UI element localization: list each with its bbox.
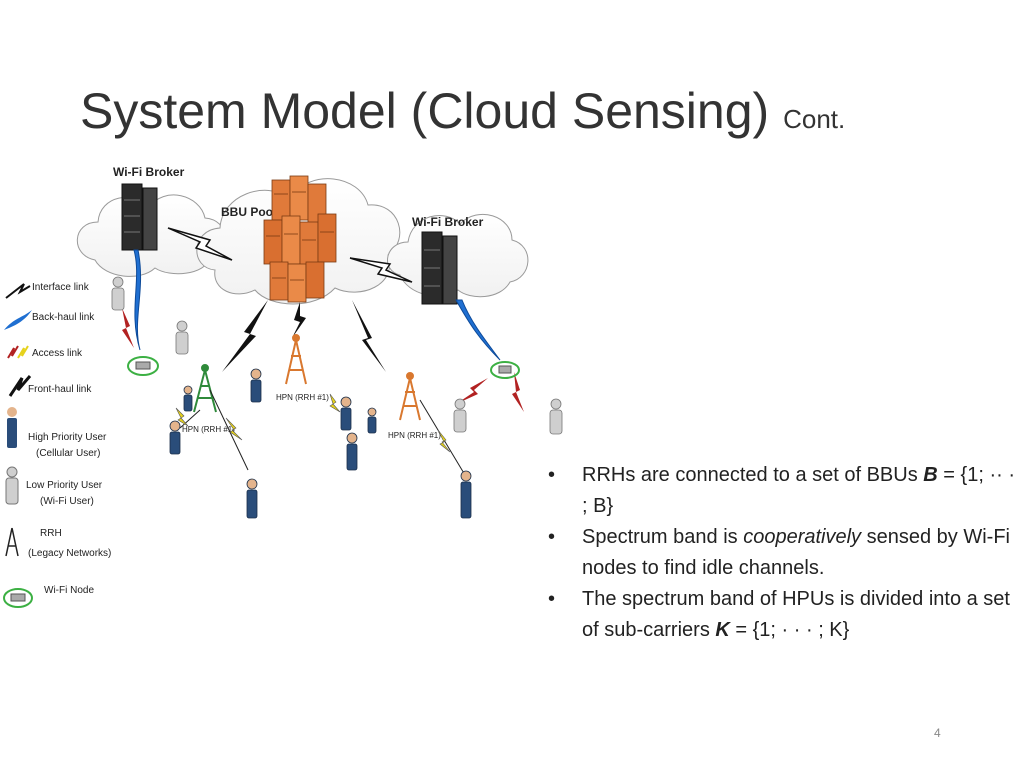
- wifi-node-left: [127, 356, 159, 376]
- label-hpn-mid: HPN (RRH #1): [276, 393, 329, 402]
- legend-label: Back-haul link: [32, 312, 95, 323]
- slide-title-main: System Model (Cloud Sensing): [80, 83, 770, 139]
- legend-label: Access link: [32, 348, 83, 359]
- legend-icon-high-priority-user: [7, 407, 17, 448]
- user-figures: [111, 276, 563, 519]
- page-number: 4: [934, 726, 941, 740]
- bullet-text: sensed by Wi-Fi nodes to find idle chann…: [582, 526, 1010, 579]
- wifi-broker-server-right: [421, 231, 458, 305]
- bullet-text: = {1; ·· · ; B}: [582, 464, 1015, 517]
- backhaul-link-right: [455, 299, 501, 361]
- bullet-item: • The spectrum band of HPUs is divided i…: [548, 584, 1022, 646]
- legend-icon-low-priority-user: [5, 466, 19, 505]
- legend-icon-wifi-node: [3, 588, 33, 608]
- legend-label-sub: (Cellular User): [36, 448, 100, 459]
- rrh-tower-right: [399, 372, 421, 421]
- slide-title: System Model (Cloud Sensing) Cont.: [80, 82, 845, 140]
- fronthaul-links: [222, 300, 386, 372]
- rrh-tower-mid: [285, 334, 307, 385]
- legend-label: RRH: [40, 528, 62, 539]
- bbu-pool-servers: [263, 175, 337, 303]
- bullet-dot: •: [548, 526, 556, 548]
- legend-label: Wi-Fi Node: [44, 585, 94, 596]
- legend-icon-access: [7, 345, 29, 359]
- label-hpn-right: HPN (RRH #1): [388, 431, 441, 440]
- wifi-node-right: [490, 361, 520, 379]
- bullet-item: • RRHs are connected to a set of BBUs B …: [548, 460, 1022, 522]
- rrh-tower-left: [193, 364, 217, 413]
- bullet-symbol: K: [715, 619, 730, 641]
- legend-label: Front-haul link: [28, 384, 92, 395]
- network-diagram: Wi-Fi Broker BBU Pool Wi-Fi Broker: [3, 165, 563, 608]
- access-link-red: [122, 308, 524, 412]
- access-link-bolts: [175, 393, 451, 453]
- label-wifi-broker-left: Wi-Fi Broker: [113, 165, 185, 179]
- interface-link-right: [349, 257, 413, 283]
- legend-label: Interface link: [32, 282, 90, 293]
- legend-icon-interface: [5, 283, 31, 299]
- bullet-item: • Spectrum band is cooperatively sensed …: [548, 522, 1022, 584]
- legend-icon-rrh: [5, 527, 19, 557]
- bullet-text: The spectrum band of HPUs is divided int…: [582, 588, 1010, 641]
- bullet-symbol: B: [923, 464, 938, 486]
- bullet-emphasis: cooperatively: [743, 526, 862, 548]
- label-wifi-broker-right: Wi-Fi Broker: [412, 215, 484, 229]
- interface-link-left: [167, 227, 233, 261]
- bullet-list: • RRHs are connected to a set of BBUs B …: [548, 460, 1022, 646]
- bullet-text: RRHs are connected to a set of BBUs: [582, 464, 924, 486]
- legend-label-sub: (Legacy Networks): [28, 548, 111, 559]
- legend: Interface link Back-haul link Access lin…: [3, 282, 111, 608]
- legend-label: High Priority User: [28, 432, 107, 443]
- slide-title-suffix: Cont.: [783, 104, 846, 134]
- legend-label: Low Priority User: [26, 480, 103, 491]
- bullet-text: = {1; · · · ; K}: [729, 619, 850, 641]
- bullet-text: Spectrum band is: [582, 526, 744, 548]
- label-bbu-pool: BBU Pool: [221, 205, 276, 219]
- legend-icon-fronthaul: [8, 375, 32, 397]
- backhaul-link-left: [133, 249, 142, 351]
- label-hpn-left: HPN (RRH #1): [182, 425, 235, 434]
- legend-icon-backhaul: [4, 310, 32, 330]
- wifi-broker-server-left: [121, 183, 158, 251]
- legend-label-sub: (Wi-Fi User): [40, 496, 94, 507]
- bullet-dot: •: [548, 588, 556, 610]
- bullet-dot: •: [548, 464, 556, 486]
